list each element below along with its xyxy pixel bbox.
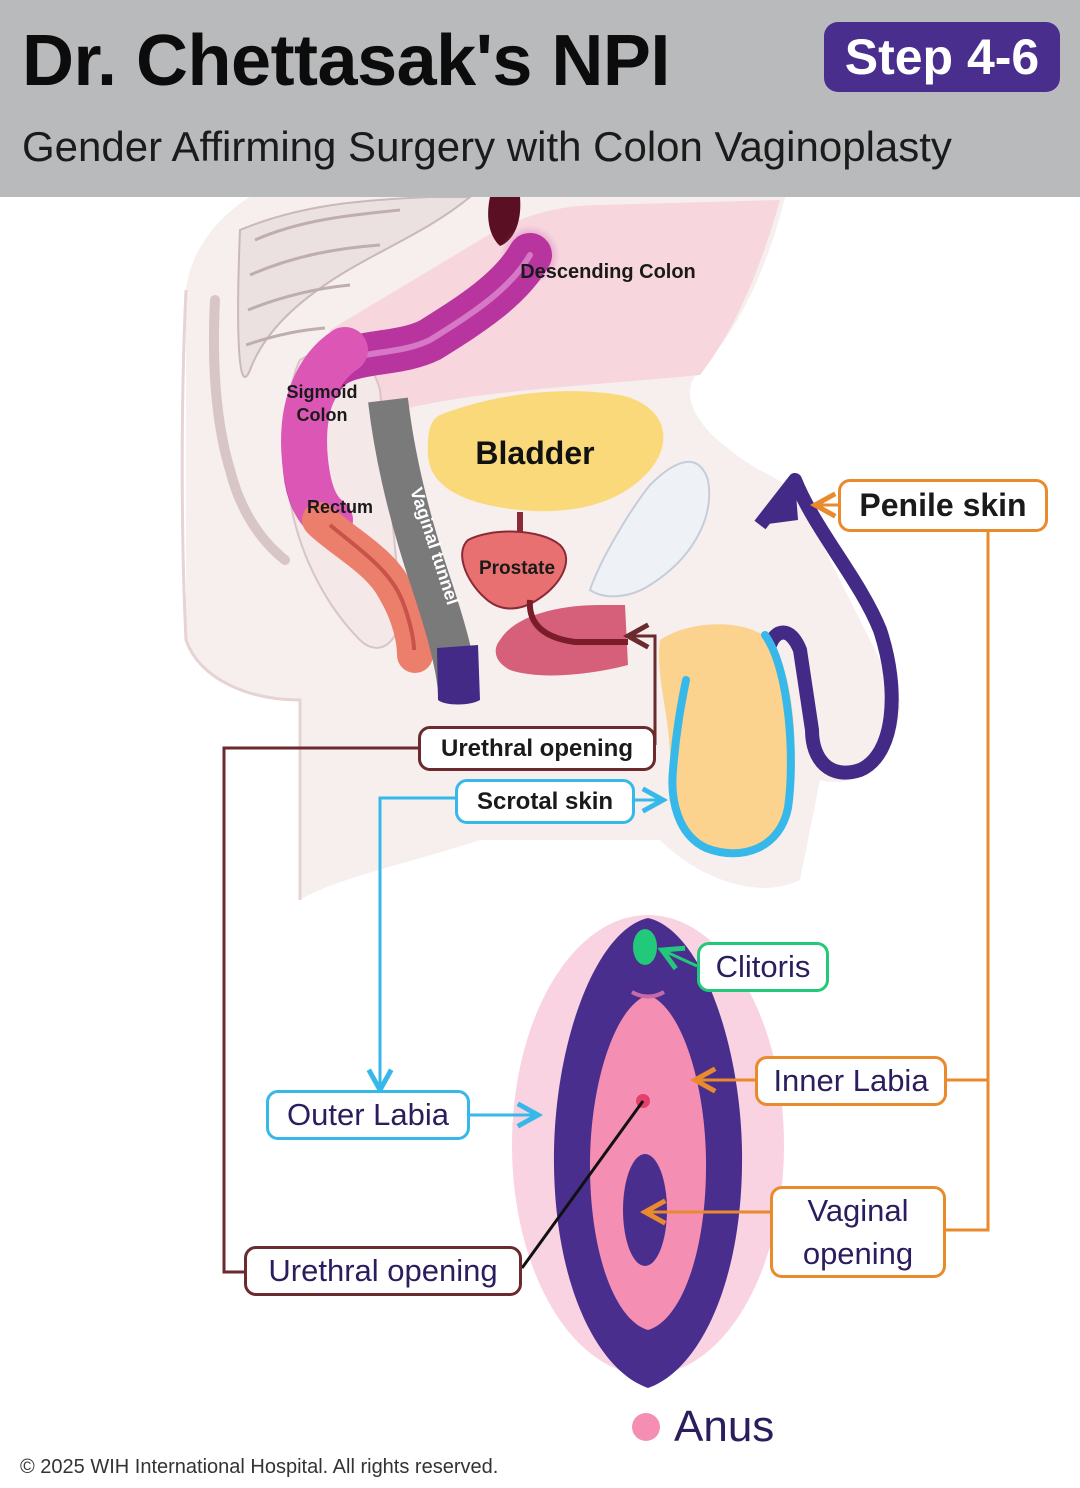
- copyright-footer: © 2025 WIH International Hospital. All r…: [20, 1456, 499, 1478]
- scrotal-to-outer-connector: [380, 796, 455, 1090]
- penile-skin-connector: [945, 532, 990, 1232]
- spine: [237, 197, 472, 378]
- urethra: [526, 599, 628, 645]
- anus-dot: [632, 1413, 660, 1441]
- anus-legend: Anus: [632, 1402, 774, 1452]
- inner-labia-edge: [630, 990, 666, 999]
- abdominal-cavity: [328, 200, 780, 412]
- inner-labia-text: Inner Labia: [773, 1063, 929, 1098]
- scrotal-skin-text: Scrotal skin: [476, 788, 614, 815]
- vaginal-opening: [623, 1154, 667, 1266]
- pubic-bone: [588, 460, 711, 598]
- anus-text: Anus: [674, 1402, 775, 1451]
- clitoris-text: Clitoris: [715, 949, 811, 984]
- bladder: [427, 391, 664, 512]
- urethral-opening-top-text: Urethral opening: [440, 735, 633, 762]
- vaginal-opening-text-2: opening: [802, 1236, 914, 1271]
- label-descending-colon: Descending Colon: [520, 261, 696, 283]
- clitoris-label: Clitoris: [697, 942, 829, 992]
- urethral-connector: [222, 746, 418, 1274]
- anatomy-diagram: Descending Colon Sigmoid Colon Rectum Bl…: [180, 197, 990, 1388]
- rectum-lumen: [328, 523, 416, 651]
- header-bar: Dr. Chettasak's NPI Step 4-6 Gender Affi…: [0, 0, 1080, 197]
- vaginal-tunnel-end: [437, 645, 480, 705]
- outer-labia-label: Outer Labia: [266, 1090, 470, 1140]
- label-rectum: Rectum: [307, 497, 373, 517]
- penile-skin-text: Penile skin: [859, 487, 1027, 523]
- urethral-opening-bottom-label: Urethral opening: [244, 1246, 522, 1296]
- clitoris-arrow: [662, 950, 698, 966]
- vaginal-opening-label: Vaginal opening: [770, 1186, 946, 1278]
- label-sigmoid-colon-1: Sigmoid: [287, 382, 358, 402]
- page-title: Dr. Chettasak's NPI: [22, 21, 670, 101]
- penile-skin-label: Penile skin: [838, 479, 1048, 532]
- label-bladder: Bladder: [475, 435, 594, 471]
- penile-skin-flap: [760, 480, 798, 525]
- label-prostate: Prostate: [479, 558, 555, 579]
- scrotal-skin-label: Scrotal skin: [455, 779, 635, 824]
- sacrum: [245, 208, 401, 347]
- urethral-opening-top-label: Urethral opening: [418, 726, 656, 771]
- coccyx: [208, 295, 290, 565]
- label-sigmoid-colon-2: Colon: [297, 405, 348, 425]
- clitoris: [633, 929, 657, 965]
- prostate: [461, 530, 567, 610]
- body-outline: [180, 289, 302, 900]
- urethral-bottom-pointer: [520, 1100, 645, 1269]
- inner-labia-label: Inner Labia: [755, 1056, 947, 1106]
- outer-labia-text: Outer Labia: [287, 1097, 449, 1132]
- penile-skin: [754, 473, 899, 780]
- urethral-top-arrow: [628, 636, 657, 745]
- page-subtitle: Gender Affirming Surgery with Colon Vagi…: [22, 123, 952, 170]
- step-badge: Step 4-6: [824, 22, 1060, 92]
- vaginal-opening-text-1: Vaginal: [807, 1193, 909, 1228]
- scrotal-skin: [668, 631, 795, 858]
- scrotum: [659, 624, 795, 856]
- urethral-opening-bottom-text: Urethral opening: [268, 1253, 498, 1288]
